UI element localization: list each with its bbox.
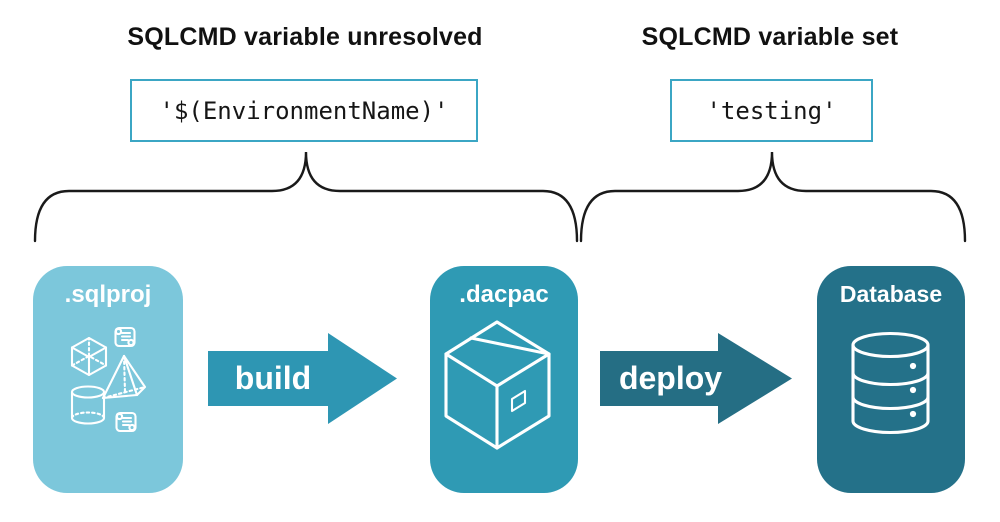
database-node-label: Database: [839, 281, 943, 307]
sqlproj-node-label: .sqlproj: [64, 281, 152, 308]
set-heading: SQLCMD variable set: [641, 23, 899, 51]
set-value-box: 'testing': [670, 79, 873, 142]
unresolved-value-box: '$(EnvironmentName)': [130, 79, 478, 142]
scroll-icon-2: [115, 411, 137, 433]
cylinder-icon: [70, 385, 106, 425]
set-value: 'testing': [706, 96, 837, 125]
unresolved-heading: SQLCMD variable unresolved: [127, 23, 483, 51]
dacpac-node: .dacpac: [430, 266, 578, 493]
cube-icon: [70, 336, 108, 377]
dacpac-node-label: .dacpac: [459, 281, 549, 308]
pyramid-icon: [101, 354, 147, 400]
scroll-icon: [114, 326, 136, 348]
sqlproj-node: .sqlproj: [33, 266, 183, 493]
left-brace: [33, 151, 579, 243]
right-brace: [579, 151, 967, 243]
database-cylinder-icon: [851, 331, 930, 435]
database-node: Database: [817, 266, 965, 493]
unresolved-value: '$(EnvironmentName)': [159, 96, 449, 125]
database-led-dot: [909, 362, 917, 370]
deploy-arrow-label: deploy: [618, 360, 723, 396]
deploy-arrow: [600, 333, 792, 424]
build-arrow: [208, 333, 397, 424]
build-arrow-label: build: [234, 360, 312, 396]
sql-objects-icon: [70, 326, 147, 433]
package-box-icon: [444, 320, 551, 450]
database-led-dot: [909, 386, 917, 394]
database-led-dot: [909, 410, 917, 418]
